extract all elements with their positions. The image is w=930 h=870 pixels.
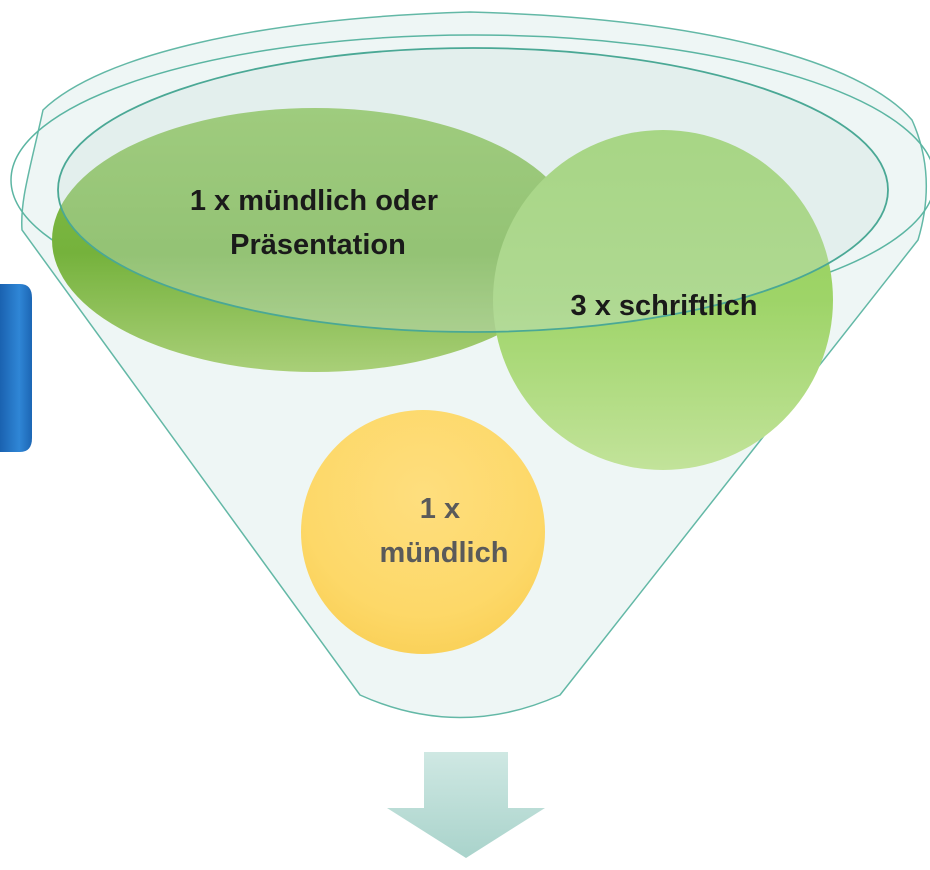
item-oral-or-presentation-label: 1 x mündlich oder Präsentation (190, 185, 446, 261)
item-oral-or-presentation-bubble (52, 108, 578, 372)
item-written-bubble (493, 130, 833, 470)
item-written-label: 3 x schriftlich (571, 290, 758, 322)
item-oral-label-line-2: mündlich (380, 537, 509, 569)
item-oral-label-line-1: 1 x (420, 493, 460, 525)
side-tab (0, 284, 32, 452)
funnel-rim-glass (57, 47, 889, 333)
down-arrow-icon (387, 752, 545, 858)
item-oral-label: 1 x mündlich (380, 493, 509, 569)
item-written-label-line-1: 3 x schriftlich (571, 290, 758, 322)
item-oral-bubble (301, 410, 545, 654)
item-oral-or-presentation-label-line-1: 1 x mündlich oder (190, 185, 438, 217)
item-oral-or-presentation-label-line-2: Präsentation (230, 229, 406, 261)
